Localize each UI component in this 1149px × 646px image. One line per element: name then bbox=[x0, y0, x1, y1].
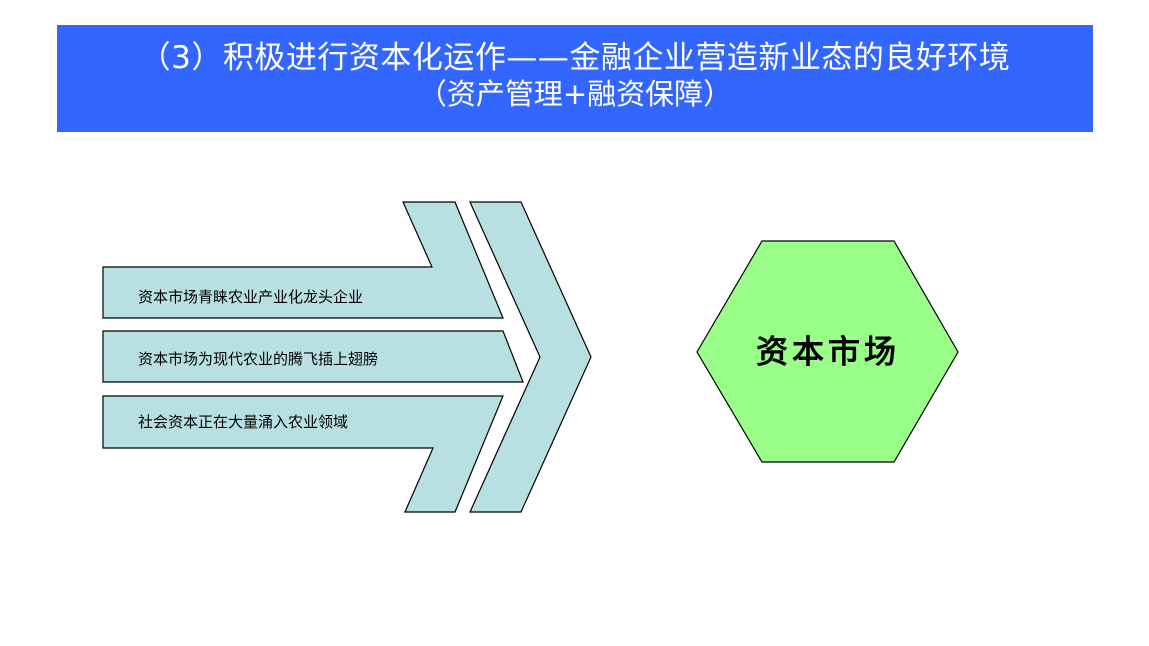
arrow-bar-bottom bbox=[102, 395, 504, 513]
hexagon-label: 资本市场 bbox=[756, 333, 900, 371]
title-banner: （3）积极进行资本化运作——金融企业营造新业态的良好环境 （资产管理+融资保障） bbox=[57, 25, 1093, 132]
page-title: （3）积极进行资本化运作——金融企业营造新业态的良好环境 bbox=[139, 40, 1011, 76]
page-subtitle: （资产管理+融资保障） bbox=[417, 77, 733, 111]
hexagon-shape bbox=[696, 240, 959, 463]
arrow-bar-middle bbox=[102, 330, 524, 383]
arrow-item-2: 资本市场为现代农业的腾飞插上翅膀 bbox=[138, 350, 378, 368]
arrow-item-1: 资本市场青睐农业产业化龙头企业 bbox=[138, 288, 363, 306]
arrow-right-chevron bbox=[469, 201, 592, 513]
chevron-arrow bbox=[102, 201, 592, 513]
arrow-item-3: 社会资本正在大量涌入农业领域 bbox=[138, 413, 348, 431]
arrow-bar-top bbox=[102, 201, 504, 319]
